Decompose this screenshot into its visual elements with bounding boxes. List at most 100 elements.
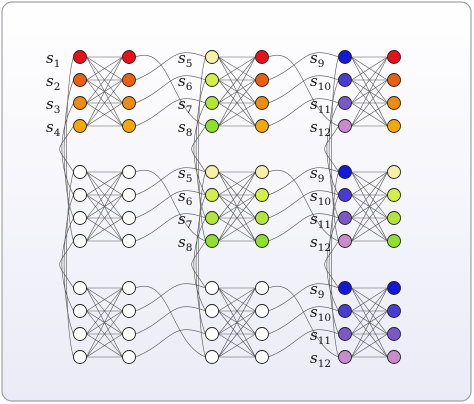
label-layer: s1s2s3s4s5s6s7s8s9s10s11s12s5s6s7s8s9s10… <box>46 49 331 370</box>
link-g1-c0-2 <box>135 190 206 219</box>
edge-bot-left-3-0 <box>86 287 123 358</box>
node-bot-mid-left-0 <box>205 281 219 295</box>
link-g0-c0-3 <box>135 98 206 127</box>
node-bot-mid-left-1 <box>205 304 219 318</box>
link-g0-c0-2 <box>135 75 206 104</box>
node-top-right-left-1 <box>338 73 352 87</box>
node-bot-mid-right-2 <box>255 327 269 341</box>
edge-bot-mid-3-0 <box>218 287 256 358</box>
node-bot-right-left-2 <box>338 327 352 341</box>
edge-mid-mid-3-0 <box>218 171 256 242</box>
node-layer <box>73 50 401 364</box>
node-top-left-left-1 <box>73 73 87 87</box>
edge-bot-left-2-0 <box>86 287 123 335</box>
link-g0-c1-2 <box>268 75 339 104</box>
state-label: s11 <box>310 210 331 231</box>
link-g2-c1-2 <box>268 306 339 335</box>
state-label: s7 <box>178 210 192 231</box>
edge-mid-mid-1-0 <box>218 171 256 196</box>
edge-top-left-1-0 <box>86 56 123 81</box>
vlink-c0-r1-2 <box>61 217 74 312</box>
link-g1-c1-3 <box>268 213 339 242</box>
node-top-mid-right-2 <box>255 96 269 110</box>
link-g0-c1-1 <box>268 52 339 81</box>
node-mid-mid-left-3 <box>205 234 219 248</box>
node-mid-left-left-2 <box>73 211 87 225</box>
node-top-right-right-0 <box>387 50 401 64</box>
node-bot-mid-right-3 <box>255 350 269 364</box>
node-mid-right-right-1 <box>387 188 401 202</box>
node-top-mid-left-1 <box>205 73 219 87</box>
node-top-mid-right-3 <box>255 119 269 133</box>
edge-mid-left-3-1 <box>86 194 123 242</box>
node-bot-right-right-0 <box>387 281 401 295</box>
vlink-c2-r1-2 <box>326 217 339 312</box>
node-top-mid-right-1 <box>255 73 269 87</box>
edge-top-mid-1-0 <box>218 56 256 81</box>
node-mid-left-left-0 <box>73 165 87 179</box>
node-mid-left-right-3 <box>122 234 136 248</box>
vlink-c0-r0-3 <box>59 125 74 173</box>
state-label: s12 <box>310 118 331 139</box>
node-top-right-left-0 <box>338 50 352 64</box>
node-mid-right-right-0 <box>387 165 401 179</box>
edge-top-left-3-1 <box>86 79 123 127</box>
edge-bot-right-3-2 <box>351 333 388 358</box>
state-label: s5 <box>178 49 192 70</box>
node-top-left-right-0 <box>122 50 136 64</box>
state-label: s11 <box>310 326 331 347</box>
edge-top-mid-3-2 <box>218 102 256 127</box>
vlink-c1-r0-3 <box>191 125 206 173</box>
state-label: s11 <box>310 95 331 116</box>
vlink-c0-r1-1 <box>63 194 74 335</box>
state-label: s9 <box>310 164 324 185</box>
node-mid-right-left-0 <box>338 165 352 179</box>
node-bot-right-right-1 <box>387 304 401 318</box>
edge-mid-right-3-0 <box>351 171 388 242</box>
edge-top-left-2-0 <box>86 56 123 104</box>
node-bot-right-left-0 <box>338 281 352 295</box>
node-mid-right-right-3 <box>387 234 401 248</box>
node-bot-right-left-1 <box>338 304 352 318</box>
node-mid-mid-right-0 <box>255 165 269 179</box>
vlink-c1-r0-2 <box>193 102 206 196</box>
edge-bot-left-3-1 <box>86 310 123 358</box>
node-mid-right-right-2 <box>387 211 401 225</box>
edge-mid-right-3-1 <box>351 194 388 242</box>
vlink-c1-r1-3 <box>191 240 206 289</box>
node-mid-mid-left-0 <box>205 165 219 179</box>
node-bot-mid-left-3 <box>205 350 219 364</box>
state-label: s6 <box>178 187 193 208</box>
vlink-c2-r0-0 <box>331 56 339 242</box>
node-bot-left-left-0 <box>73 281 87 295</box>
node-bot-mid-right-1 <box>255 304 269 318</box>
node-bot-mid-right-0 <box>255 281 269 295</box>
edge-top-right-3-1 <box>351 79 388 127</box>
node-bot-left-right-0 <box>122 281 136 295</box>
state-label: s6 <box>178 72 193 93</box>
node-bot-right-right-2 <box>387 327 401 341</box>
edge-mid-mid-3-2 <box>218 217 256 242</box>
node-mid-mid-right-2 <box>255 211 269 225</box>
edge-layer <box>59 52 388 358</box>
node-bot-left-left-3 <box>73 350 87 364</box>
node-top-left-left-0 <box>73 50 87 64</box>
edge-mid-left-3-0 <box>86 171 123 242</box>
state-label: s9 <box>310 49 324 70</box>
edge-mid-right-2-0 <box>351 171 388 219</box>
link-g1-c1-2 <box>268 190 339 219</box>
link-g1-c0-3 <box>135 213 206 242</box>
node-top-mid-left-2 <box>205 96 219 110</box>
vlink-c2-r1-1 <box>328 194 339 335</box>
edge-top-mid-3-0 <box>218 56 256 127</box>
node-mid-left-left-3 <box>73 234 87 248</box>
node-top-right-right-2 <box>387 96 401 110</box>
state-label: s10 <box>310 72 331 93</box>
edge-mid-right-3-2 <box>351 217 388 242</box>
state-label: s3 <box>46 95 60 116</box>
node-top-left-right-1 <box>122 73 136 87</box>
edge-top-right-3-0 <box>351 56 388 127</box>
vlink-c0-r0-2 <box>61 102 74 196</box>
node-bot-right-left-3 <box>338 350 352 364</box>
edge-bot-right-3-1 <box>351 310 388 358</box>
